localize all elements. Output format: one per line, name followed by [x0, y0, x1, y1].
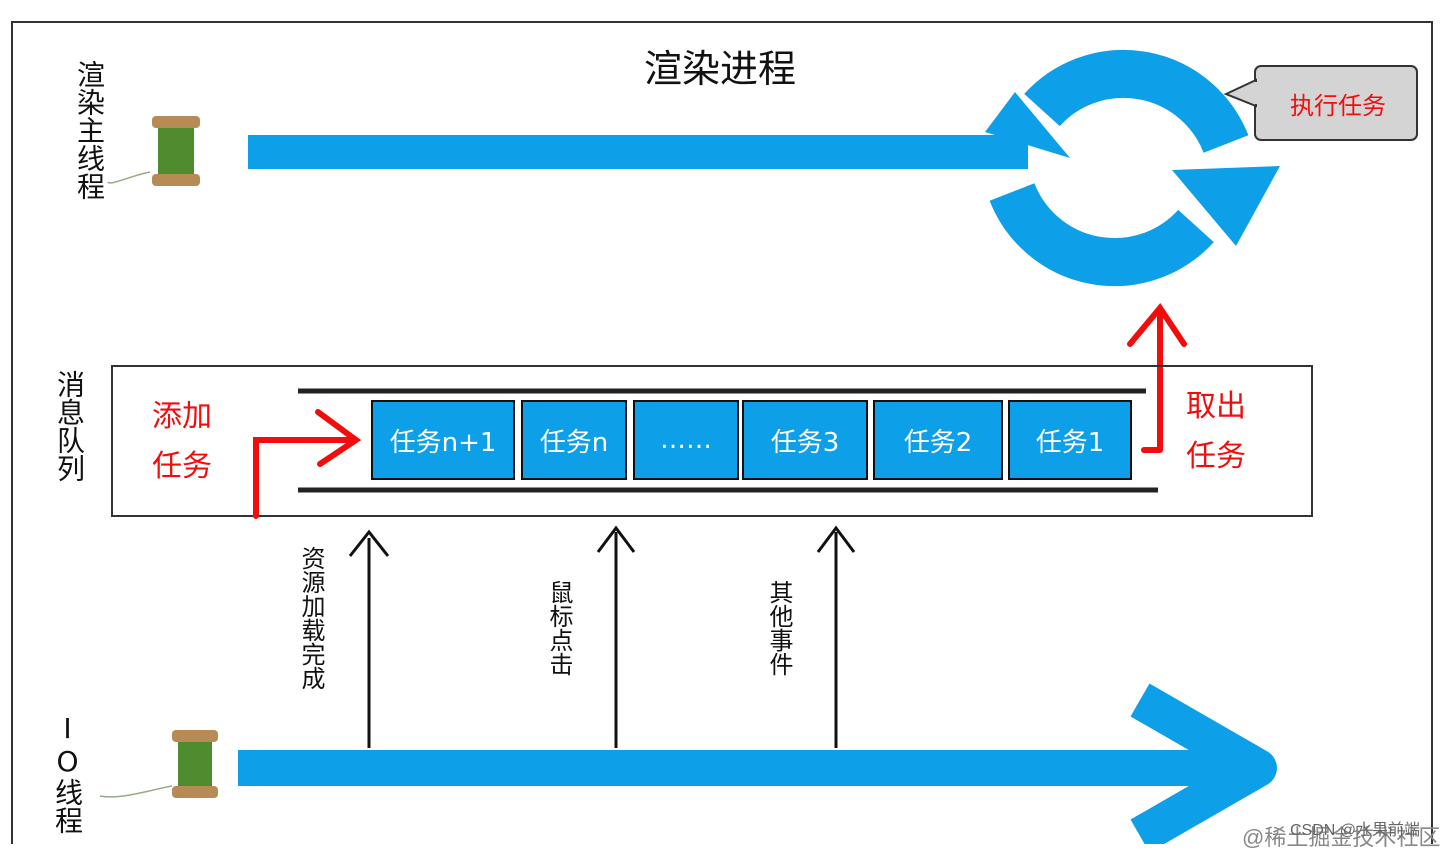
event-other: 其他事件 — [765, 580, 793, 676]
io-arrowhead — [1130, 683, 1277, 844]
task-box: 任务1 — [1008, 400, 1132, 480]
io-thread-line — [238, 750, 1228, 786]
add-task-line2: 任务 — [152, 449, 212, 484]
page-title: 渲染进程 — [643, 47, 796, 91]
task-box: 任务3 — [742, 400, 868, 480]
take-task-arrow — [1127, 302, 1187, 453]
loop-arrowhead-right — [1172, 166, 1280, 246]
task-box: 任务n+1 — [371, 400, 515, 480]
task-box: …… — [633, 400, 739, 480]
thread-spool-top-icon — [107, 116, 200, 186]
loop-arrows-icon — [989, 49, 1249, 287]
message-queue-box — [111, 365, 1313, 517]
execute-task-bubble — [1223, 65, 1418, 141]
outer-frame — [11, 21, 1433, 844]
task-box: 任务2 — [873, 400, 1003, 480]
execute-task-text: 执行任务 — [1290, 92, 1386, 120]
task-box: 任务n — [521, 400, 627, 480]
add-task-line1: 添加 — [152, 399, 212, 434]
event-arrows — [348, 525, 856, 748]
thread-spool-bottom-icon — [99, 730, 218, 798]
io-thread-label: IO线程 — [51, 712, 84, 834]
take-task-line2: 任务 — [1186, 439, 1246, 474]
main-thread-line — [248, 135, 1028, 169]
loop-arrowhead-left — [985, 92, 1070, 158]
take-task-line1: 取出 — [1186, 389, 1246, 424]
csdn-watermark: CSDN @水果前端 — [1290, 822, 1421, 839]
event-resource-loaded: 资源加载完成 — [297, 546, 325, 690]
render-main-thread-label: 渲染主线程 — [73, 60, 106, 200]
add-task-arrow — [253, 409, 362, 519]
event-mouse-click: 鼠标点击 — [545, 580, 573, 676]
message-queue-label: 消息队列 — [53, 370, 86, 482]
